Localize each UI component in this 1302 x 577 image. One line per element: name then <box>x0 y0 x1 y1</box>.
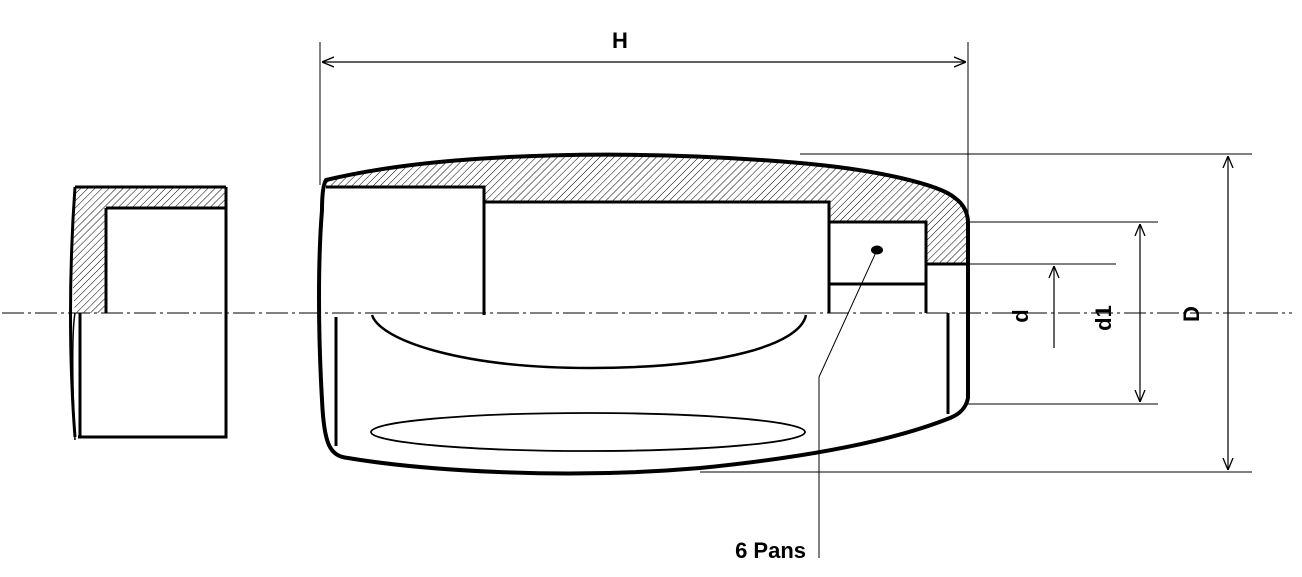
cap-part <box>69 185 228 441</box>
dimension-d-hex <box>968 263 1116 348</box>
knob-body <box>317 152 970 476</box>
grip-ellipse <box>370 412 806 452</box>
cap-section-hatch <box>72 187 226 313</box>
knob-section-hatch <box>326 154 968 264</box>
dimension-d1 <box>968 221 1158 405</box>
dimension-h <box>319 42 969 222</box>
label-d-hex: d <box>1008 309 1033 322</box>
label-h: H <box>612 28 628 53</box>
grip-recess <box>370 314 808 370</box>
hex-callout-leader <box>818 249 878 558</box>
dimension-d <box>700 153 1252 473</box>
cap-outline <box>69 185 228 439</box>
knob-outline <box>317 152 970 476</box>
label-d-outer: D <box>1179 306 1204 322</box>
label-6-pans: 6 Pans <box>735 538 806 563</box>
label-d1: d1 <box>1091 305 1116 331</box>
